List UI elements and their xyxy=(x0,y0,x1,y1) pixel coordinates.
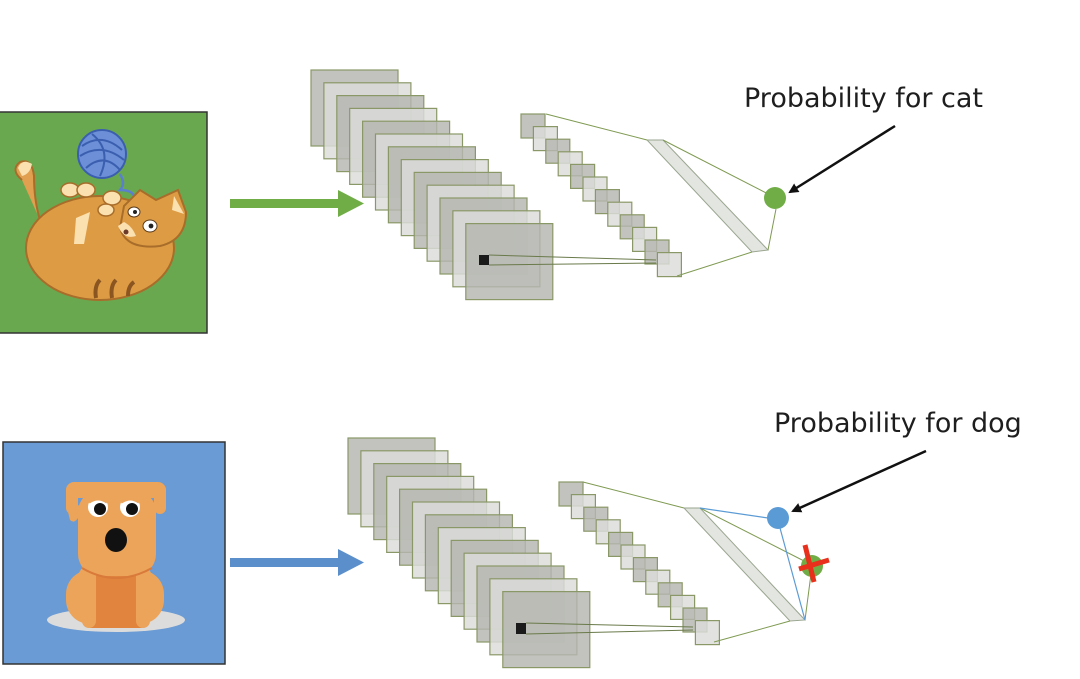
reject-x-icon xyxy=(798,544,830,583)
cat-input-image xyxy=(0,111,208,334)
dog-output-node xyxy=(767,507,789,529)
cat-probability-label: Probability for cat xyxy=(744,83,983,114)
cat-pointer-arrow xyxy=(788,124,896,194)
cat-feature-map-layer xyxy=(465,223,554,301)
dog-feature-map-layer xyxy=(502,590,591,669)
cat-input-arrow xyxy=(230,190,364,217)
dog-row: Probability for dog xyxy=(2,408,1022,669)
dog-dense-layer xyxy=(582,481,812,643)
cat-output-node xyxy=(764,187,786,209)
dog-input-image xyxy=(2,441,226,665)
cat-pooled-map-layer xyxy=(656,252,683,278)
cat-dense-layer xyxy=(545,113,777,277)
cat-icon xyxy=(14,160,188,301)
dog-probability-label: Probability for dog xyxy=(774,408,1022,439)
dog-pooled-map-layer xyxy=(694,619,721,646)
cat-receptive-field xyxy=(479,254,657,266)
cat-conv-feature-maps xyxy=(310,69,554,301)
cat-row: Probability for cat xyxy=(0,69,983,334)
dog-pointer-arrow xyxy=(791,449,927,513)
dog-pooled-feature-maps xyxy=(558,481,721,646)
dog-icon xyxy=(47,482,185,632)
cat-pooled-feature-maps xyxy=(520,113,683,278)
dog-input-arrow xyxy=(230,549,364,576)
yarn-ball-icon xyxy=(77,129,136,197)
dog-receptive-field xyxy=(516,622,694,635)
dog-conv-feature-maps xyxy=(347,437,591,669)
